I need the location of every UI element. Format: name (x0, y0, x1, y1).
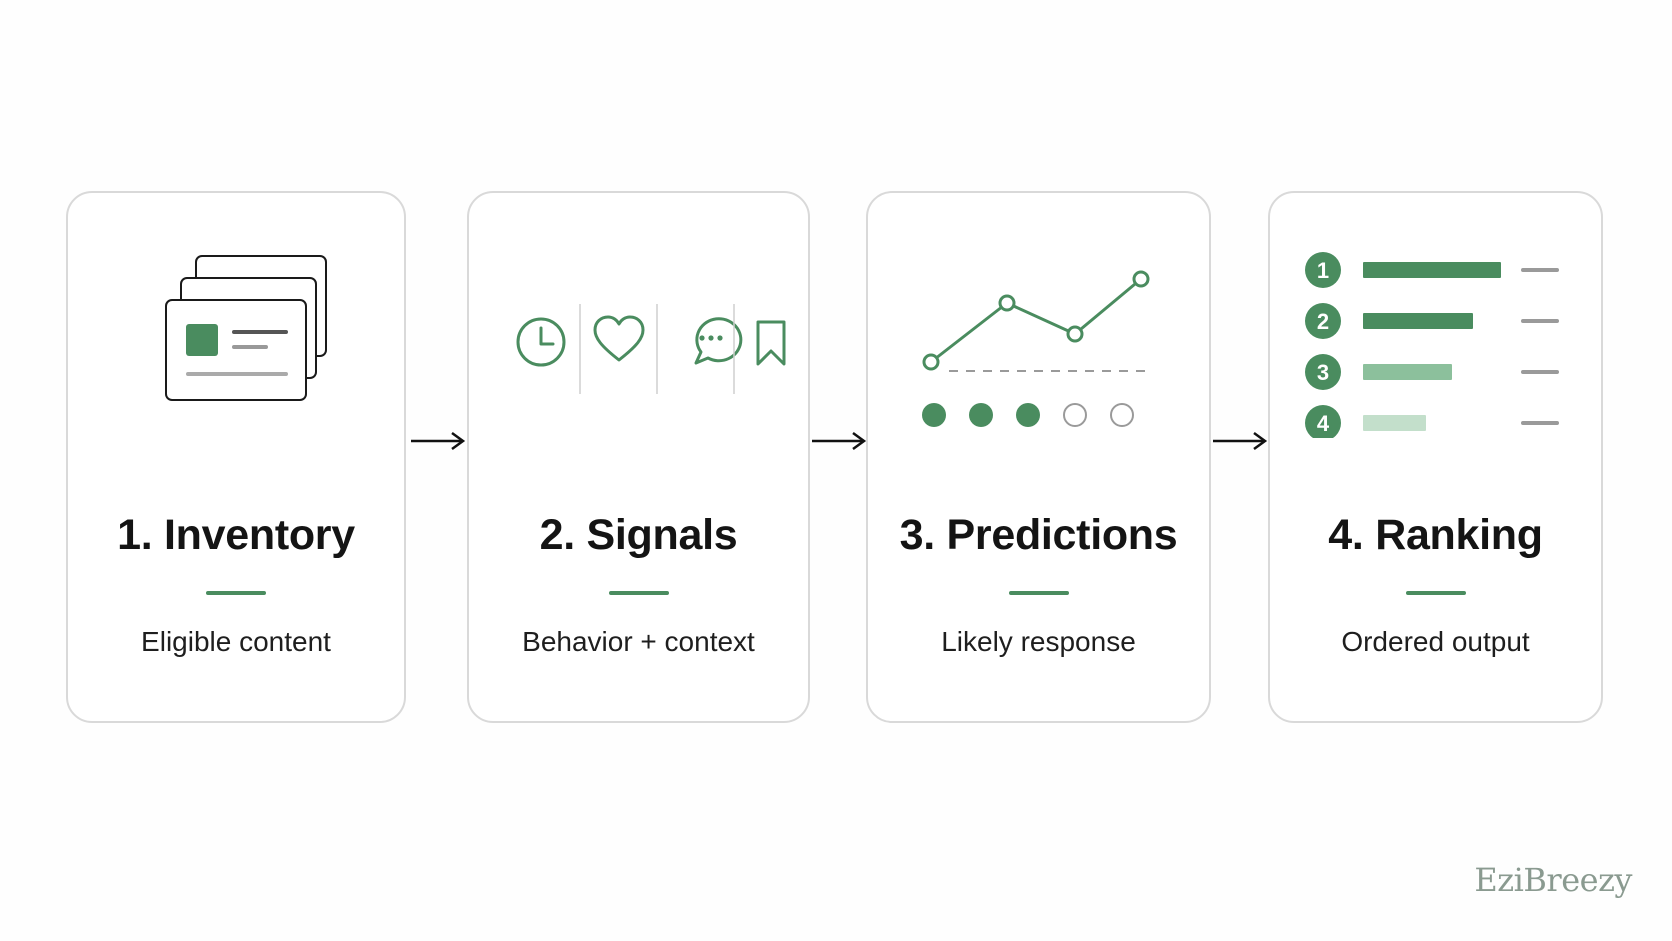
step-title: 2. Signals (539, 511, 738, 559)
empty-dot (1062, 403, 1087, 427)
step-title: 4. Ranking (1328, 511, 1543, 559)
title-underline (206, 591, 266, 595)
ranked-list-icon: 1 2 3 4 (1304, 252, 1559, 438)
step-card-predictions: 3. Predictions Likely response (866, 191, 1211, 723)
stacked-content-cards-icon (165, 255, 327, 401)
title-underline (1008, 591, 1069, 595)
signal-icons-row (516, 304, 785, 394)
rank-row: 3 (1304, 354, 1559, 390)
filled-dot (968, 403, 993, 427)
step-subtitle: Likely response (941, 626, 1136, 657)
rank-badge-label: 3 (1316, 360, 1328, 385)
filled-dot (921, 403, 946, 427)
step-subtitle: Ordered output (1341, 626, 1530, 657)
filled-dot (1015, 403, 1040, 427)
step-title: 3. Predictions (899, 511, 1178, 559)
prediction-line-chart-icon (921, 270, 1149, 427)
rank-row: 1 (1304, 252, 1559, 288)
rank-badge-label: 2 (1316, 309, 1328, 334)
clock-icon (516, 317, 565, 367)
rank-badge-label: 4 (1316, 411, 1329, 436)
title-underline (1405, 591, 1466, 595)
flow-arrow-icon (411, 431, 466, 451)
rank-badge-label: 1 (1316, 258, 1328, 283)
rank-row: 2 (1304, 303, 1559, 339)
step-card-inventory: 1. Inventory Eligible content (66, 191, 406, 723)
step-title: 1. Inventory (117, 511, 355, 559)
bookmark-icon (756, 320, 785, 366)
rank-row: 4 (1304, 405, 1559, 438)
step-subtitle: Behavior + context (522, 626, 755, 657)
step-subtitle: Eligible content (141, 626, 331, 657)
empty-dot (1109, 403, 1134, 427)
title-underline (608, 591, 669, 595)
flow-arrow-icon (812, 431, 867, 451)
step-card-signals: 2. Signals Behavior + context (467, 191, 810, 723)
flow-arrow-icon (1213, 431, 1268, 451)
heart-icon (593, 315, 644, 362)
step-card-ranking: 1 2 3 4 (1268, 191, 1603, 723)
brand-watermark: EziBreezy (1474, 861, 1632, 899)
